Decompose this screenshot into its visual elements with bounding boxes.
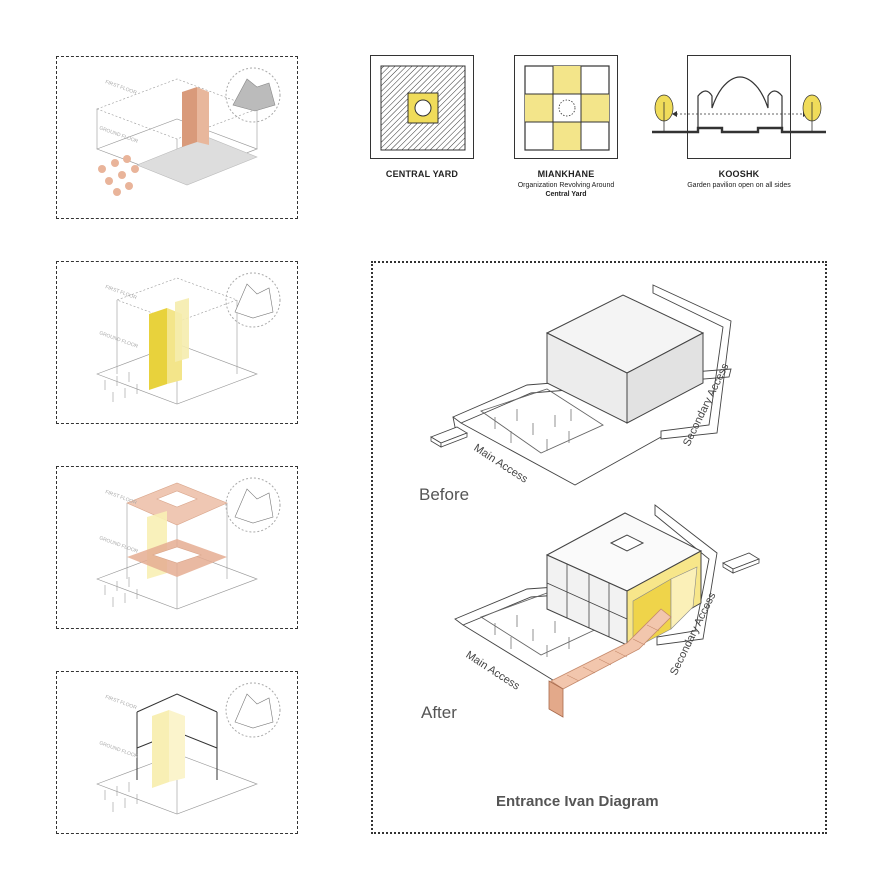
- concept-subtitle-bold: Central Yard: [545, 191, 587, 198]
- floor-label-ground: GROUND FLOOR: [98, 330, 139, 350]
- concept-title-miankhane: MIANKHANE: [537, 169, 595, 179]
- floor-label-ground: GROUND FLOOR: [98, 535, 139, 555]
- kooshk-diagram-frame: [687, 55, 791, 159]
- panel-diagram-1: FIRST FLOOR GROUND FLOOR: [56, 56, 298, 219]
- isometric-diagram-2: FIRST FLOOR GROUND FLOOR: [96, 272, 281, 405]
- concept-subtitle-kooshk: Garden pavilion open on all sides: [687, 182, 791, 189]
- floor-label-first: FIRST FLOOR: [104, 694, 137, 711]
- after-trees: [494, 615, 570, 657]
- entrance-ivan-frame: [371, 261, 827, 834]
- before-after-drawing: [430, 284, 760, 718]
- before-label: Before: [419, 485, 470, 504]
- after-label: After: [421, 703, 457, 722]
- miankhane-diagram: [514, 55, 618, 159]
- floor-label-ground: GROUND FLOOR: [98, 740, 139, 760]
- panel-diagram-3: FIRST FLOOR GROUND FLOOR: [56, 466, 298, 629]
- floor-label-first: FIRST FLOOR: [104, 489, 137, 506]
- before-trees: [494, 409, 572, 451]
- before-car-icon: [430, 426, 468, 448]
- central-yard-diagram: [370, 55, 474, 159]
- panel-diagram-2: FIRST FLOOR GROUND FLOOR: [56, 261, 298, 424]
- floor-label-ground: GROUND FLOOR: [98, 125, 139, 145]
- isometric-diagram-4: FIRST FLOOR GROUND FLOOR: [96, 682, 281, 815]
- before-site: [452, 284, 732, 486]
- concept-subtitle-miankhane: Organization Revolving Around Central Ya…: [486, 181, 646, 199]
- kooshk-diagram: [652, 76, 826, 134]
- concept-subtitle-text: Organization Revolving Around: [517, 182, 615, 189]
- diagram-title: Entrance Ivan Diagram: [496, 793, 659, 810]
- floor-label-first: FIRST FLOOR: [104, 79, 137, 96]
- isometric-diagram-3: FIRST FLOOR GROUND FLOOR: [96, 477, 281, 610]
- concept-title-central-yard: CENTRAL YARD: [385, 169, 459, 179]
- concept-title-kooshk: KOOSHK: [718, 169, 760, 179]
- after-entrance-ramp: [548, 608, 672, 718]
- isometric-diagram-1: FIRST FLOOR GROUND FLOOR: [96, 67, 281, 196]
- panel-diagram-4: FIRST FLOOR GROUND FLOOR: [56, 671, 298, 834]
- after-car-icon: [722, 552, 760, 574]
